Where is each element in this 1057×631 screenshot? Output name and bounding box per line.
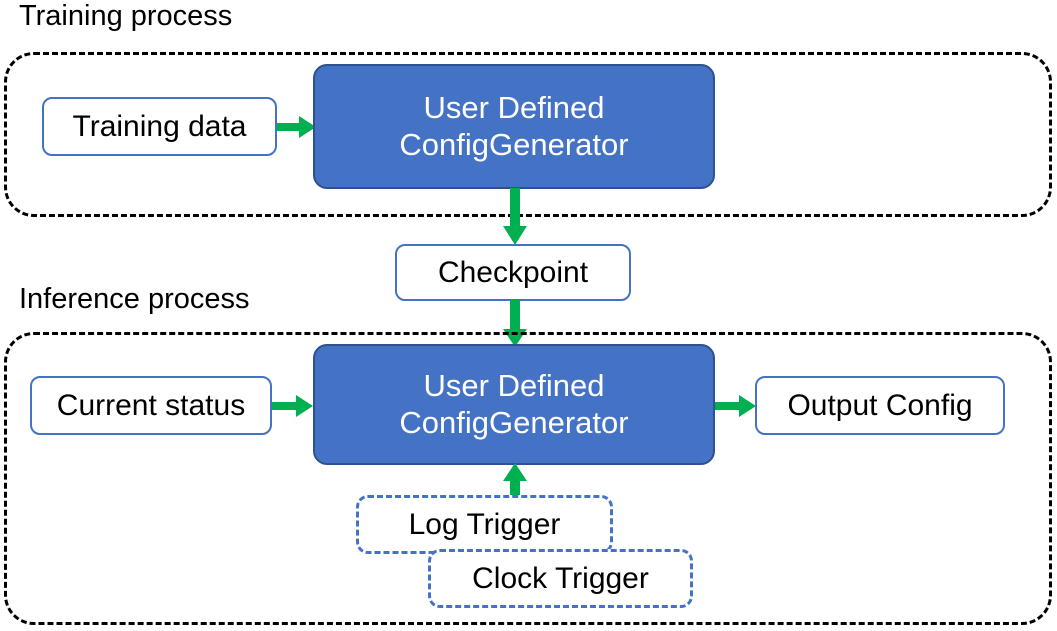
inference-config-generator-box[interactable]: User Defined ConfigGenerator bbox=[313, 344, 715, 465]
inference-config-generator-line1: User Defined bbox=[423, 367, 605, 403]
training-process-caption: Training process bbox=[19, 0, 233, 32]
training-data-label: Training data bbox=[72, 110, 247, 143]
clock-trigger-label: Clock Trigger bbox=[472, 561, 649, 595]
checkpoint-box[interactable]: Checkpoint bbox=[395, 244, 631, 301]
inference-process-container bbox=[4, 332, 1052, 625]
training-config-generator-box[interactable]: User Defined ConfigGenerator bbox=[313, 64, 715, 189]
log-trigger-label: Log Trigger bbox=[408, 507, 561, 541]
clock-trigger-box[interactable]: Clock Trigger bbox=[428, 549, 693, 608]
training-config-generator-line2: ConfigGenerator bbox=[399, 126, 629, 162]
inference-config-generator-line2: ConfigGenerator bbox=[399, 404, 629, 440]
output-config-box[interactable]: Output Config bbox=[755, 376, 1005, 435]
training-data-box[interactable]: Training data bbox=[42, 97, 277, 156]
log-trigger-box[interactable]: Log Trigger bbox=[356, 495, 613, 554]
training-process-container bbox=[4, 52, 1052, 217]
training-config-generator-line1: User Defined bbox=[423, 89, 605, 125]
current-status-box[interactable]: Current status bbox=[30, 376, 272, 435]
checkpoint-label: Checkpoint bbox=[437, 256, 589, 289]
inference-process-caption: Inference process bbox=[19, 283, 250, 315]
current-status-label: Current status bbox=[56, 389, 246, 422]
output-config-label: Output Config bbox=[787, 389, 973, 422]
